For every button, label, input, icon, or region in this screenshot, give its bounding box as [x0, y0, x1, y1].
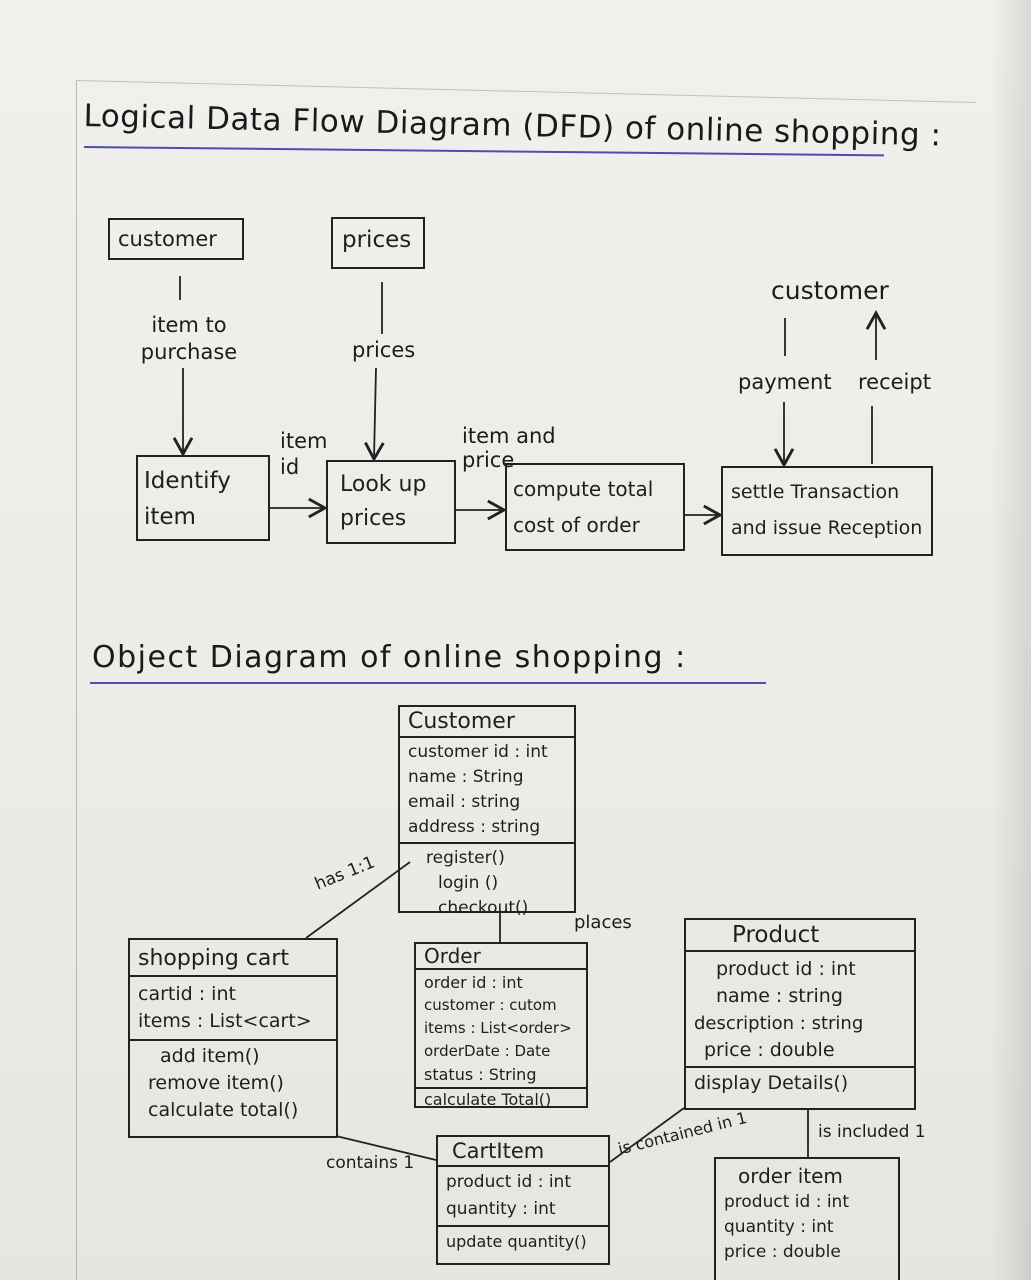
object-order-attributes: order id : int customer : cutom items : … [416, 970, 586, 1089]
attribute: name : String [408, 767, 524, 787]
flow-label-item-id: item id [280, 429, 328, 479]
flow-arrow-prices [364, 367, 385, 462]
attribute: product id : int [724, 1192, 850, 1212]
process-compute-total-cost: compute total cost of order [505, 463, 685, 551]
attribute: orderDate : Date [424, 1042, 551, 1060]
object-customer: Customer customer id : int name : String… [398, 705, 576, 918]
flow-label-receipt: receipt [858, 370, 931, 394]
object-order-methods: calculate Total() [416, 1089, 586, 1113]
object-customer-name: Customer [400, 707, 574, 738]
margin-line [76, 80, 77, 1280]
attribute: product id : int [446, 1172, 572, 1192]
external-entity-prices-source: prices [331, 217, 425, 269]
attribute: status : String [424, 1065, 537, 1084]
method: update quantity() [446, 1232, 587, 1251]
object-cart-item-attributes: product id : int quantity : int [438, 1167, 608, 1227]
attribute: address : string [408, 817, 541, 837]
object-diagram-heading-underline [90, 682, 766, 684]
attribute: price : double [724, 1242, 841, 1262]
attribute: items : List<cart> [138, 1010, 312, 1032]
attribute: items : List<order> [424, 1019, 572, 1037]
attribute: cartid : int [138, 983, 236, 1005]
object-product-methods: display Details() [686, 1068, 914, 1099]
method: remove item() [148, 1072, 284, 1094]
external-entity-customer-source: customer [108, 218, 244, 260]
object-customer-methods: register() login () checkout() [400, 844, 574, 923]
attribute: email : string [408, 792, 521, 812]
object-customer-attributes: customer id : int name : String email : … [400, 738, 574, 844]
object-product: Product product id : int name : string d… [684, 918, 916, 1110]
attribute: quantity : int [724, 1217, 834, 1237]
object-shopping-cart-attributes: cartid : int items : List<cart> [130, 977, 336, 1041]
attribute: price : double [704, 1039, 835, 1061]
attribute: product id : int [716, 958, 856, 980]
method: register() [426, 848, 505, 868]
object-cart-item-name: CartItem [438, 1137, 608, 1167]
page-shadow [991, 0, 1031, 1280]
object-cart-item-methods: update quantity() [438, 1227, 608, 1256]
object-shopping-cart: shopping cart cartid : int items : List<… [128, 938, 338, 1138]
method: login () [438, 873, 499, 893]
attribute: description : string [694, 1013, 864, 1034]
attribute: customer id : int [408, 742, 548, 762]
object-product-name: Product [686, 920, 914, 952]
attribute: name : string [716, 985, 843, 1007]
object-shopping-cart-name: shopping cart [130, 940, 336, 977]
link-cart-cartitem [335, 1135, 437, 1161]
attribute: quantity : int [446, 1199, 556, 1219]
flow-label-payment: payment [738, 370, 832, 394]
link-customer-cart [305, 861, 411, 939]
object-cart-item: CartItem product id : int quantity : int… [436, 1135, 610, 1265]
link-cartitem-product [609, 1107, 685, 1163]
object-diagram-heading: Object Diagram of online shopping : [92, 640, 687, 675]
method: checkout() [438, 898, 529, 918]
attribute: customer : cutom [424, 996, 557, 1014]
object-order: Order order id : int customer : cutom it… [414, 942, 588, 1109]
object-order-name: Order [416, 944, 586, 970]
flow-label-item-to-purchase: item to purchase [140, 313, 238, 364]
method: display Details() [694, 1072, 849, 1094]
relation-label-places: places [574, 912, 632, 933]
relation-label-contains: contains 1 [326, 1153, 415, 1173]
attribute: order id : int [424, 973, 523, 992]
object-shopping-cart-methods: add item() remove item() calculate total… [130, 1041, 336, 1126]
object-order-item: order item product id : int quantity : i… [714, 1157, 900, 1280]
flow-label-prices: prices [352, 338, 416, 362]
object-product-attributes: product id : int name : string descripti… [686, 952, 914, 1068]
process-settle-transaction: settle Transaction and issue Reception [721, 466, 933, 556]
method: add item() [160, 1045, 260, 1067]
relation-label-included: is included 1 [818, 1122, 926, 1142]
process-identify-item: Identify item [136, 455, 270, 541]
method: calculate total() [148, 1099, 299, 1121]
object-order-item-name: order item [738, 1164, 843, 1188]
object-order-item-body: order item product id : int quantity : i… [716, 1159, 898, 1267]
method: calculate Total() [424, 1090, 552, 1109]
external-entity-customer-destination: customer [771, 276, 889, 305]
